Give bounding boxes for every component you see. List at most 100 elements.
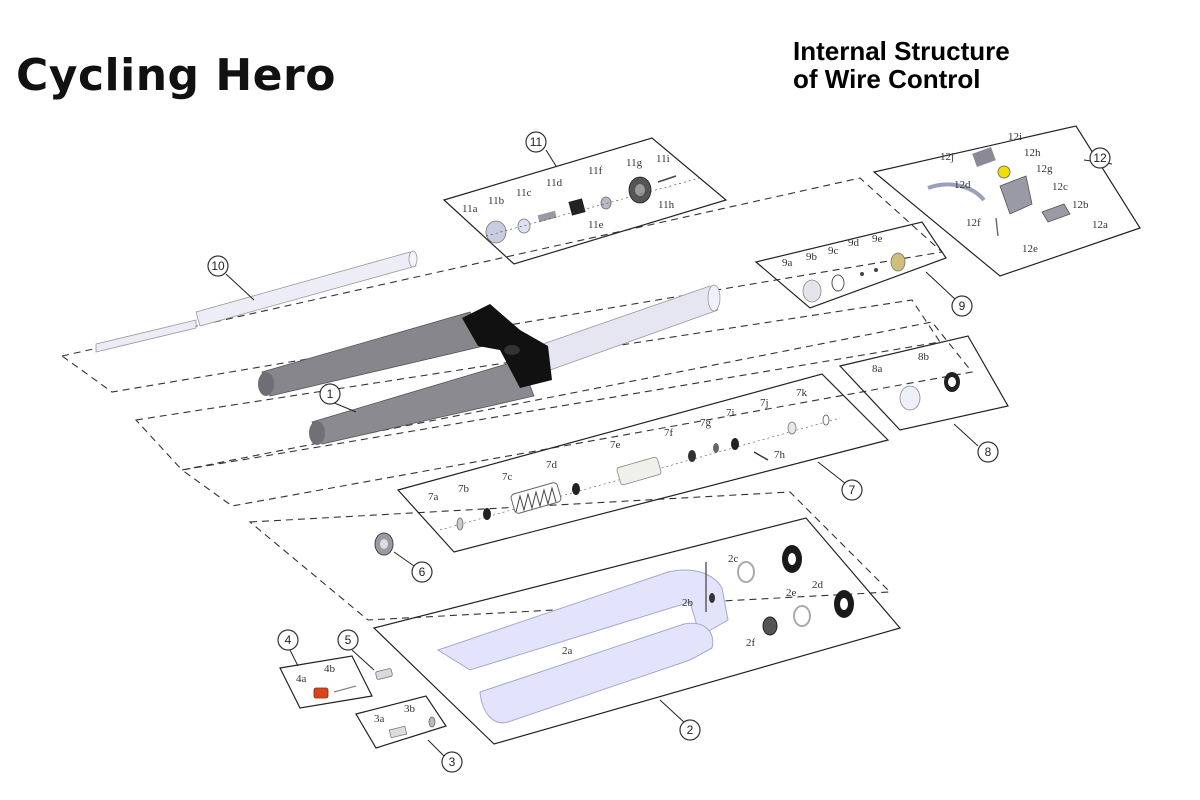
callout-3: 3 [441,751,463,773]
label-7e: 7e [610,439,621,451]
label-12e: 12e [1022,243,1038,255]
lower-leg-assembly-part-2 [436,545,854,724]
callout-8: 8 [977,441,999,463]
callout-10: 10 [207,255,229,277]
label-11g: 11g [626,157,643,169]
svg-text:7: 7 [849,483,856,497]
damper-cartridge-parts-7 [439,414,841,531]
label-12f: 12f [966,217,981,229]
label-12g: 12g [1036,163,1053,175]
label-12j: 12j [940,151,954,163]
callout-9: 9 [951,295,973,317]
label-12h: 12h [1024,147,1041,159]
label-11c: 11c [516,187,532,199]
label-12a: 12a [1092,219,1108,231]
callout-4: 4 [277,629,299,651]
box-group-7 [396,373,890,553]
label-7a: 7a [428,491,439,503]
label-11h: 11h [658,199,675,211]
label-4a: 4a [296,673,307,685]
label-11b: 11b [488,195,505,207]
leader-7 [817,461,847,485]
callout-12: 12 [1089,147,1111,169]
label-11i: 11i [656,153,670,165]
label-9d: 9d [848,237,860,249]
label-2a: 2a [562,645,573,657]
label-7b: 7b [458,483,470,495]
group-outline-lower [248,491,892,621]
svg-text:12: 12 [1093,151,1107,165]
leader-9 [925,271,957,301]
leader-6 [393,551,415,567]
coil-spring [510,482,562,514]
callout-6: 6 [411,561,433,583]
label-7k: 7k [796,387,808,399]
svg-text:3: 3 [449,755,456,769]
label-4b: 4b [324,663,336,675]
label-12i: 12i [1008,131,1022,143]
label-2b: 2b [682,597,694,609]
leader-10 [225,273,255,301]
label-7h: 7h [774,449,786,461]
label-3a: 3a [374,713,385,725]
label-2d: 2d [812,579,824,591]
brand-title: Cycling Hero [16,50,336,101]
label-7c: 7c [502,471,513,483]
label-11a: 11a [462,203,478,215]
callout-1: 1 [319,383,341,405]
diagram-title-line-1: Internal Structure [793,36,1010,66]
label-7f: 7f [664,427,674,439]
crown-stanchion-part-1 [258,304,552,445]
adjuster-knob-parts-4 [313,685,357,699]
box-group-11 [442,137,728,265]
diagram-title-line-2: of Wire Control [793,64,981,94]
wire-control-parts-11 [485,175,701,244]
label-12b: 12b [1072,199,1089,211]
label-9e: 9e [872,233,883,245]
label-3b: 3b [404,703,416,715]
svg-text:10: 10 [211,259,225,273]
label-8b: 8b [918,351,930,363]
box-group-3 [355,695,447,749]
svg-text:4: 4 [285,633,292,647]
label-11e: 11e [588,219,604,231]
label-12c: 12c [1052,181,1068,193]
leader-5 [351,649,375,671]
label-2c: 2c [728,553,739,565]
box-group-4 [279,655,373,709]
svg-text:2: 2 [687,723,694,737]
top-cap-nut-part-6 [374,532,394,556]
svg-text:9: 9 [959,299,966,313]
label-7i: 7i [726,407,735,419]
group-outline-middle [134,299,941,471]
svg-text:8: 8 [985,445,992,459]
leader-11 [545,149,557,167]
label-7g: 7g [700,417,712,429]
air-shaft-part-10 [95,250,418,353]
label-2e: 2e [786,587,797,599]
box-group-8 [838,335,1009,431]
svg-text:6: 6 [419,565,426,579]
leader-4 [289,649,299,667]
label-7d: 7d [546,459,558,471]
axle-parts-3 [388,716,436,739]
remote-lever-parts-12 [927,147,1071,237]
leader-2 [659,699,687,725]
leader-8 [953,423,979,447]
callout-5: 5 [337,629,359,651]
label-12d: 12d [954,179,971,191]
label-9b: 9b [806,251,818,263]
box-group-12 [872,125,1141,277]
label-8a: 8a [872,363,883,375]
leader-3 [427,739,445,757]
label-11f: 11f [588,165,603,177]
callout-7: 7 [841,479,863,501]
steerer-tube [519,284,721,379]
group-outline-damper [180,321,974,507]
callout-11: 11 [525,131,547,153]
label-2f: 2f [746,637,756,649]
label-11d: 11d [546,177,563,189]
bolt-part-5 [375,668,393,680]
box-group-2 [372,517,902,745]
